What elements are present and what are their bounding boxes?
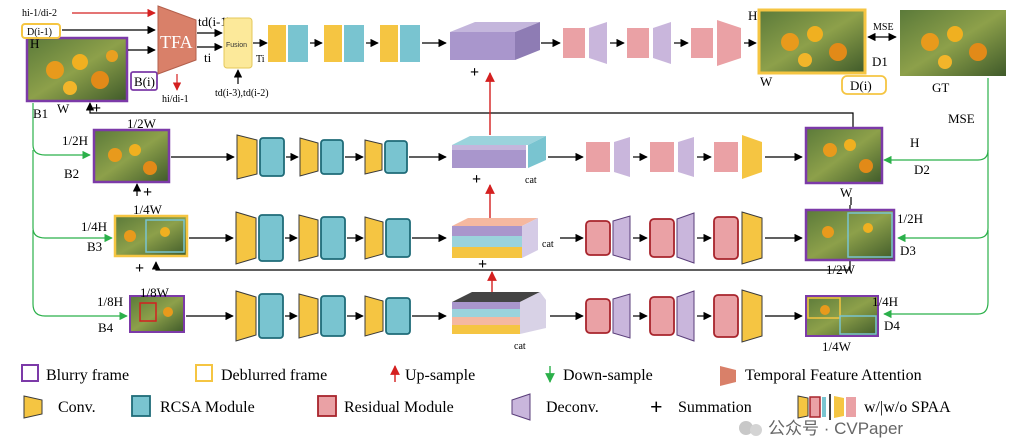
label-b1: B1 — [33, 106, 48, 121]
legend-rcsa: RCSA Module — [160, 399, 255, 416]
label-d2: D2 — [914, 162, 930, 177]
legend-deblurred-swatch — [195, 364, 213, 382]
fusion-label: Fusion — [226, 42, 247, 49]
legend-tfa: Temporal Feature Attention — [745, 367, 922, 384]
summation-l2: + — [472, 171, 481, 188]
d-i-box — [841, 75, 887, 95]
legend-summation: Summation — [678, 399, 752, 416]
deblurred-frame-d1 — [757, 8, 867, 75]
top-encoder — [268, 25, 447, 62]
legend-blurry: Blurry frame — [46, 367, 129, 384]
legend-downsample: Down-sample — [563, 367, 653, 384]
label-Ti: Ti — [256, 54, 265, 65]
legend-residual-icon — [317, 395, 337, 417]
label-b2: B2 — [64, 166, 79, 181]
summation-b3: + — [135, 260, 144, 277]
label-h8-b4: 1/8H — [97, 294, 123, 309]
fusion-block — [223, 17, 253, 69]
feature-block-l1 — [450, 22, 540, 60]
label-b4: B4 — [98, 320, 114, 335]
input-b-i: B(i) — [134, 74, 155, 89]
legend-upsample: Up-sample — [405, 367, 475, 384]
blurry-frame-b2 — [92, 128, 171, 184]
input-h-d-prev: hi-1/di-2 — [22, 8, 57, 19]
b-i-box — [130, 71, 158, 91]
cat-l4: cat — [514, 341, 526, 352]
blurry-frame-b3 — [113, 214, 189, 258]
summation-b2: + — [143, 184, 152, 201]
legend-tfa-icon — [720, 366, 736, 386]
label-b3: B3 — [87, 239, 102, 254]
summation-b1: + — [92, 100, 101, 117]
summation-l1: + — [470, 64, 479, 81]
encoder-l3 — [235, 211, 447, 265]
legend-conv-icon — [23, 395, 43, 419]
label-h-d2: H — [910, 135, 919, 150]
label-w4-b3: 1/4W — [133, 202, 163, 217]
label-h2-d3: 1/2H — [897, 211, 923, 226]
deblurred-frame-d3 — [804, 208, 896, 262]
label-td-pair: td(i-3),td(i-2) — [215, 88, 269, 99]
legend-blurry-swatch — [21, 364, 39, 382]
label-d4: D4 — [884, 318, 900, 333]
label-h2-b2: 1/2H — [62, 133, 88, 148]
wechat-logo-icon — [739, 421, 753, 435]
deblurred-frame-d2 — [804, 126, 884, 185]
encoder-l2 — [236, 134, 447, 180]
legend-conv: Conv. — [58, 399, 96, 416]
label-w-d1: W — [760, 74, 773, 89]
feature-block-l4 — [452, 292, 546, 334]
label-d1: D1 — [872, 54, 888, 69]
watermark-text: 公众号 · CVPaper — [768, 419, 903, 438]
decoder-l3 — [585, 211, 803, 265]
ground-truth-frame — [900, 10, 1006, 76]
legend-deconv-icon — [511, 393, 531, 421]
output-h-d: hi/di-1 — [162, 94, 189, 105]
tfa-block — [157, 5, 197, 75]
label-w-d2: W — [840, 185, 853, 200]
label-h-b1: H — [30, 36, 39, 51]
top-decoder — [563, 20, 757, 66]
label-w4-d4: 1/4W — [822, 339, 852, 354]
tfa-label: TFA — [160, 32, 193, 52]
label-h-d1: H — [748, 8, 757, 23]
label-h4-d4: 1/4H — [872, 294, 898, 309]
encoder-l4 — [235, 290, 447, 342]
legend: Blurry frame Deblurred frame Up-sample D… — [21, 364, 951, 421]
label-w8-b4: 1/8W — [140, 285, 170, 300]
cat-l3: cat — [542, 239, 554, 250]
label-w2-d3: 1/2W — [826, 262, 856, 277]
label-td-prev: td(i-1) — [198, 14, 231, 29]
decoder-l4 — [585, 289, 803, 343]
label-gt: GT — [932, 80, 949, 95]
legend-spaa: w/|w/o SPAA — [864, 399, 951, 416]
watermark: 公众号 · CVPaper — [739, 419, 903, 438]
feature-block-l3 — [452, 218, 538, 258]
legend-rcsa-icon — [131, 395, 151, 417]
legend-deconv: Deconv. — [546, 399, 599, 416]
input-d-prev: D(i-1) — [27, 27, 52, 38]
legend-plus-icon: + — [650, 394, 663, 419]
label-w-b1: W — [57, 101, 70, 116]
feature-block-l2 — [452, 136, 546, 168]
legend-deblurred: Deblurred frame — [221, 367, 327, 384]
blurry-frame-b1 — [25, 36, 129, 103]
label-d3: D3 — [900, 243, 916, 258]
legend-spaa-icon — [797, 394, 856, 420]
label-h4-b3: 1/4H — [81, 219, 107, 234]
summation-l3: + — [478, 256, 487, 273]
deblurred-frame-d4 — [805, 295, 879, 337]
cat-l2: cat — [525, 175, 537, 186]
blurry-frame-b4 — [129, 295, 185, 333]
legend-residual: Residual Module — [344, 399, 454, 416]
decoder-l2 — [586, 135, 803, 179]
label-ti: ti — [204, 50, 212, 65]
label-w2-b2: 1/2W — [127, 116, 157, 131]
label-d-i: D(i) — [850, 78, 872, 93]
mse-top: MSE — [873, 22, 894, 33]
mse-side: MSE — [948, 111, 975, 126]
d-prev-box — [21, 23, 61, 39]
